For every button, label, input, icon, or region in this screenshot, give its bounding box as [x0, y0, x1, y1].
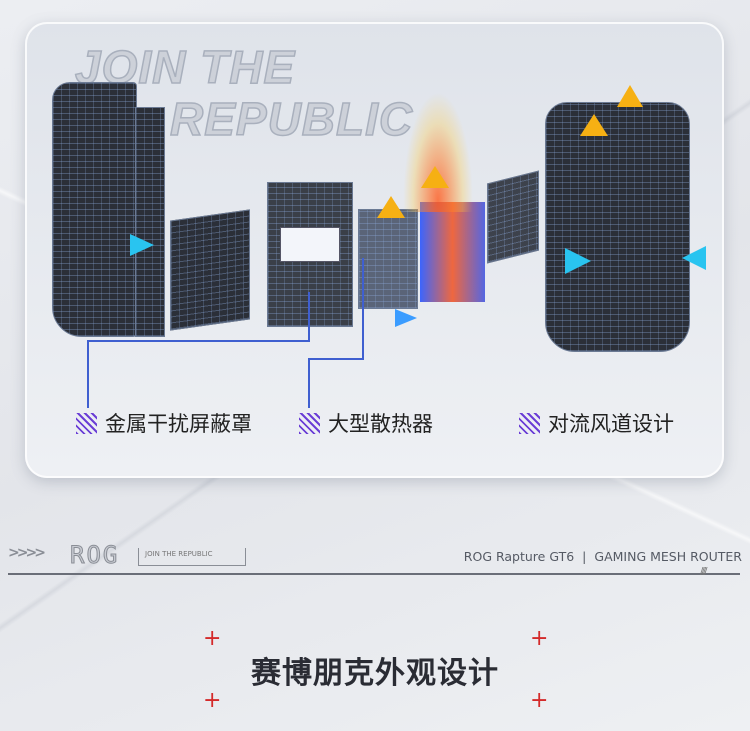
assembled-router: [545, 102, 690, 352]
airflow-up-arrow: [580, 100, 608, 136]
hatch-icon: [76, 412, 97, 434]
router-side-plate: [135, 107, 165, 337]
slash-decoration-icon: ////: [700, 566, 708, 577]
rog-tagline: JOIN THE REPUBLIC: [138, 548, 246, 566]
footer-divider: [8, 573, 740, 575]
hatch-icon: [299, 412, 320, 434]
airflow-in-arrow: [130, 234, 165, 256]
callout-line: [87, 340, 89, 408]
separator: |: [582, 549, 587, 564]
plus-icon: +: [203, 626, 222, 651]
plus-icon: +: [530, 688, 549, 713]
airflow-in-arrow: [565, 248, 604, 274]
callout-line: [362, 258, 364, 360]
airflow-up-arrow: [617, 72, 643, 107]
feature-card: JOIN THE REPUBLIC: [25, 22, 724, 478]
callout-line: [87, 340, 309, 342]
callout-line: [308, 292, 310, 342]
heatsink-fins: [420, 202, 485, 302]
shield-chip-area: [280, 227, 340, 262]
airflow-in-arrow: [670, 246, 706, 270]
feature-label: 金属干扰屏蔽罩: [105, 412, 252, 436]
router-shell-left: [52, 82, 137, 337]
product-name: ROG Rapture GT6: [463, 549, 575, 564]
product-category: GAMING MESH ROUTER: [594, 549, 742, 564]
plus-icon: +: [203, 688, 222, 713]
heatsink-front: [358, 209, 418, 309]
feature-shield: 金属干扰屏蔽罩: [76, 408, 252, 438]
feature-label: 对流风道设计: [548, 412, 674, 436]
antenna-board: [170, 209, 250, 331]
section-title: 赛博朋克外观设计: [251, 656, 499, 691]
hatch-icon: [519, 412, 540, 434]
feature-label: 大型散热器: [328, 412, 433, 436]
callout-line: [308, 358, 363, 360]
airflow-up-arrow: [421, 152, 449, 188]
rog-logo: ROG: [69, 541, 120, 570]
feature-heatsink: 大型散热器: [299, 408, 433, 438]
chevrons-icon: >>>>: [8, 545, 46, 561]
airflow-up-arrow: [377, 182, 405, 218]
callout-line: [308, 358, 310, 408]
plus-icon: +: [530, 626, 549, 651]
footer-product: ROG Rapture GT6 | GAMING MESH ROUTER: [464, 549, 742, 564]
watermark-line2: REPUBLIC: [169, 92, 414, 146]
airflow-in-arrow: [395, 309, 426, 327]
feature-airflow: 对流风道设计: [519, 408, 674, 438]
rear-plate: [487, 170, 539, 264]
heat-glow: [403, 92, 473, 212]
